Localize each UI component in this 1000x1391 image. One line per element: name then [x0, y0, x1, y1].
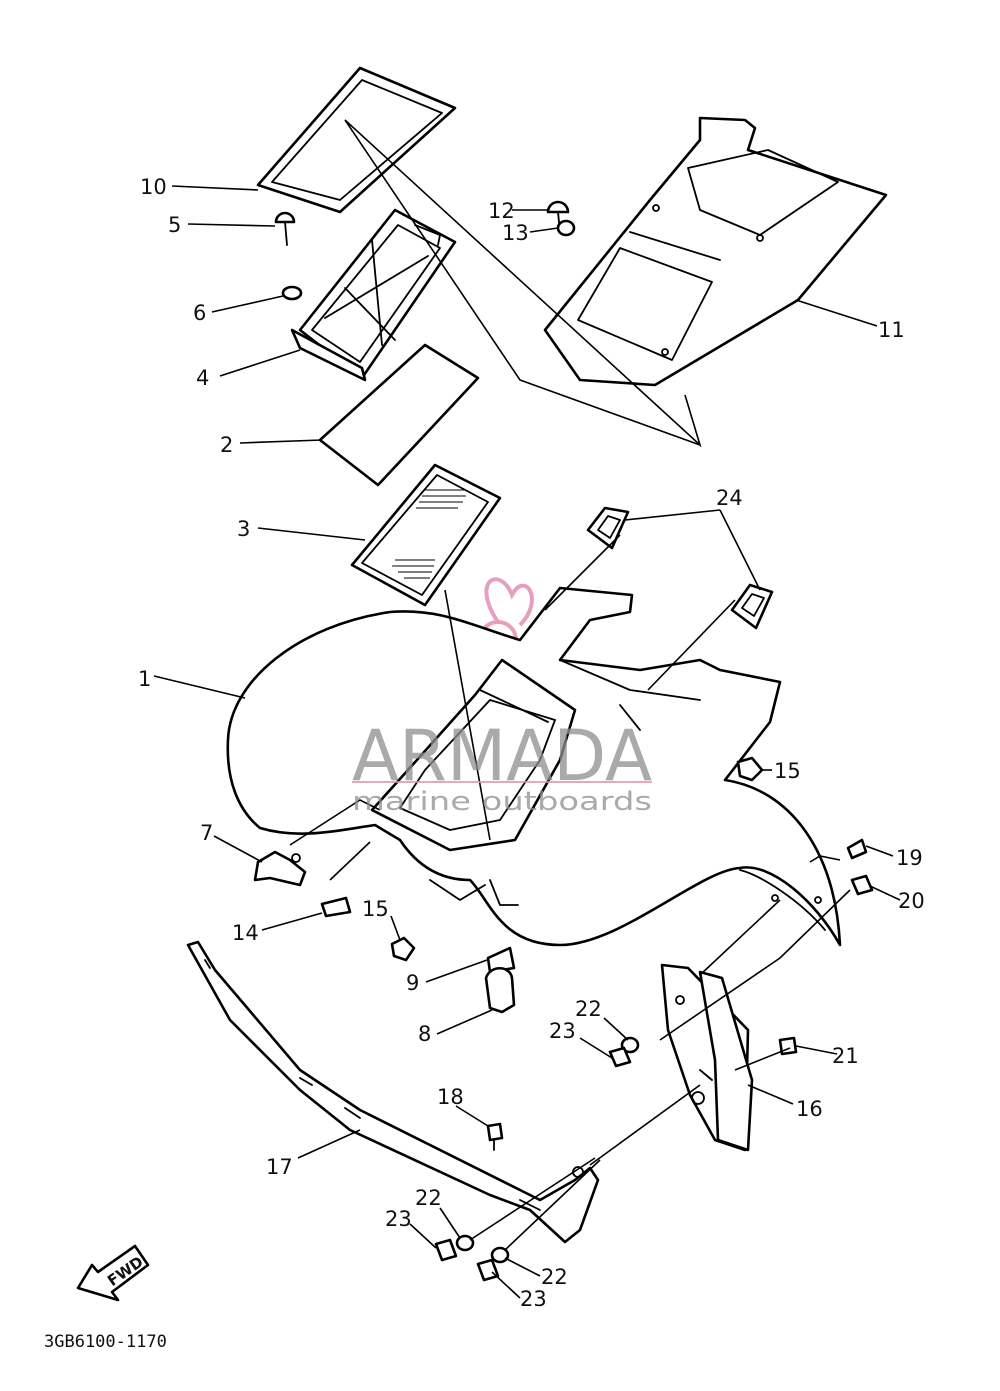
callout-label: 8 — [418, 1022, 431, 1046]
callout-label: 4 — [196, 366, 209, 390]
callout-label: 21 — [832, 1044, 859, 1068]
callout-label: 22 — [541, 1265, 568, 1289]
callout-label: 16 — [796, 1097, 823, 1121]
callout-label: 20 — [898, 889, 925, 913]
callout-leader-lines — [153, 185, 901, 1299]
filter-pad-part — [318, 343, 480, 487]
drawing-code: 3GB6100-1170 — [44, 1332, 167, 1352]
rear-fender-part — [226, 586, 842, 947]
callout-label: 10 — [140, 175, 167, 199]
callout-label: 14 — [232, 921, 259, 945]
mud-flap-bracket-part — [186, 940, 600, 1244]
callout-label: 23 — [385, 1207, 412, 1231]
mud-flap-part — [660, 963, 754, 1152]
callout-label: 24 — [716, 486, 743, 510]
callout-label: 7 — [200, 821, 213, 845]
holder-part — [484, 966, 516, 1014]
callout-label: 19 — [896, 846, 923, 870]
watermark-brand: ARMADA — [352, 715, 652, 797]
callout-label: 1 — [138, 667, 151, 691]
callout-label: 11 — [878, 318, 905, 342]
plate-part — [320, 896, 352, 918]
callout-label: 22 — [575, 997, 602, 1021]
callout-label: 2 — [220, 433, 233, 457]
callout-label: 18 — [437, 1085, 464, 1109]
filter-screen-part — [350, 463, 502, 607]
callout-label: 17 — [266, 1155, 293, 1179]
callout-label: 6 — [193, 301, 206, 325]
clip-part — [486, 946, 516, 974]
air-box-lid-part — [290, 208, 457, 382]
assembly-guide-lines — [289, 119, 851, 1251]
callout-label: 13 — [502, 221, 529, 245]
callout-label: 5 — [168, 213, 181, 237]
hose-joint-part — [253, 850, 307, 887]
callout-label: 23 — [520, 1287, 547, 1311]
callout-label: 3 — [237, 517, 250, 541]
callout-label: 9 — [406, 971, 419, 995]
forward-arrow-icon: FWD — [76, 1244, 150, 1302]
callout-label: 12 — [488, 199, 515, 223]
callout-labels: 1 2 3 4 5 6 7 8 9 10 11 12 13 14 15 15 1… — [138, 175, 925, 1311]
seat-cover-panel-part — [543, 116, 888, 387]
bolt-fasteners — [274, 200, 874, 1282]
watermark-tagline: marine outboards — [352, 787, 652, 817]
gasket-frame-part — [256, 66, 457, 214]
callout-label: 15 — [362, 897, 389, 921]
callout-label: 15 — [774, 759, 801, 783]
grommet-parts — [586, 506, 774, 630]
callout-label: 22 — [415, 1186, 442, 1210]
callout-label: 23 — [549, 1019, 576, 1043]
